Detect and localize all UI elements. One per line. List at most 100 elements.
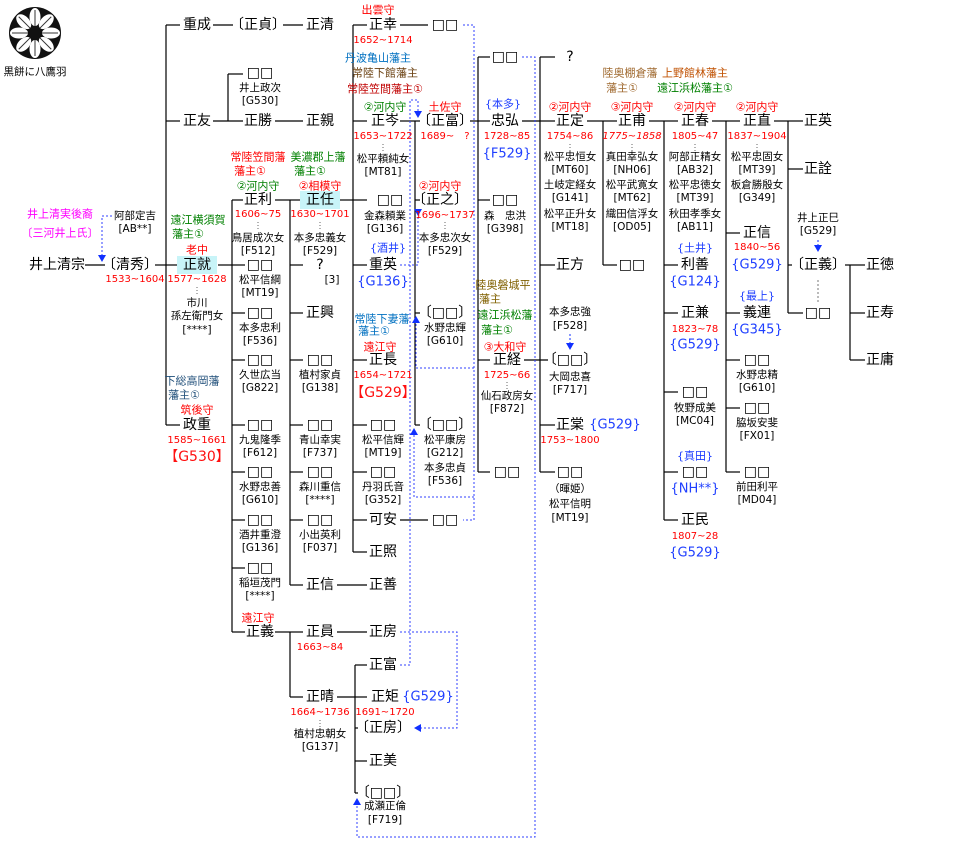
reference-code: [MD04] <box>737 493 777 506</box>
spouse-text: 孫左衛門女 <box>170 309 224 322</box>
reference-code: [OD05] <box>613 220 651 233</box>
domain-lord-title: 常陸下妻藩 <box>354 312 410 326</box>
person-name: □□ <box>431 512 459 528</box>
reference-code: [G529] <box>799 224 837 237</box>
domain-lord-title: 遠江横須賀 <box>170 213 226 227</box>
domain-lord-title: 遠江浜松藩主① <box>657 81 733 95</box>
adopted-from-family: {酒井} <box>370 241 406 255</box>
reference-code: [****] <box>245 589 275 602</box>
spouse-text: 大岡忠喜 <box>549 370 591 383</box>
reference-code: [G137] <box>301 740 339 753</box>
lineage-note: 井上清実後裔 <box>27 207 93 221</box>
person-name: □□ <box>369 417 397 433</box>
person-name: □□ <box>369 464 397 480</box>
person-name: 正美 <box>369 753 397 769</box>
person-name: 正房 <box>369 624 397 640</box>
person-name: 義連 <box>743 305 771 321</box>
adoption-link <box>415 320 474 369</box>
person-name: □□ <box>431 17 459 33</box>
spouse-text: 鳥居成次女 <box>231 231 285 244</box>
domain-lord-title: 常陸下館藩主 <box>352 66 418 80</box>
office-title: ②相模守 <box>298 179 342 193</box>
person-name: 正方 <box>556 257 584 273</box>
person-name: □□ <box>246 464 274 480</box>
person-name: □□ <box>246 257 274 273</box>
reference-code: [MT18] <box>551 220 589 233</box>
person-name: □□ <box>743 400 771 416</box>
arrow-icon <box>414 209 422 216</box>
lifespan-text: 1630~1701 <box>290 209 350 220</box>
office-title: 出雲守 <box>361 3 395 17</box>
lifespan-text: 1775~1858 <box>602 131 662 142</box>
person-name: □□ <box>804 305 832 321</box>
person-name: 正幸 <box>369 17 397 33</box>
spouse-text: 水野忠精 <box>736 368 778 381</box>
office-title: ②河内守 <box>418 179 462 193</box>
person-name: 正利 <box>244 192 272 208</box>
reference-code: [NH06] <box>613 163 651 176</box>
person-name: 正甫 <box>618 113 646 129</box>
person-name: □□ <box>556 464 584 480</box>
person-name: 正信 <box>743 225 771 241</box>
person-name: 正任 <box>300 191 340 209</box>
spouse-text: 水野忠輝 <box>424 321 466 334</box>
reference-code: {G529} <box>669 545 721 561</box>
reference-code: [MT19] <box>364 446 402 459</box>
person-name: □□ <box>491 192 519 208</box>
person-name: 正民 <box>681 512 709 528</box>
person-name: 井上清宗 <box>29 257 85 273</box>
reference-code: [G138] <box>301 381 339 394</box>
spouse-text: 本多忠義女 <box>293 231 347 244</box>
alias-text: （暉姫） <box>549 482 591 495</box>
spouse-text: 金森頼業 <box>364 209 406 222</box>
person-name: 〔□□〕 <box>542 352 598 368</box>
adoption-link <box>400 210 419 266</box>
person-name: 重成 <box>183 17 211 33</box>
spouse-text: 松平康房 <box>424 433 466 446</box>
lifespan-text: 1585~1661 <box>167 435 227 446</box>
reference-code: [MT60] <box>551 163 589 176</box>
domain-lord-title: 藩主 <box>479 292 501 306</box>
person-name: □□ <box>681 384 709 400</box>
person-name: □□ <box>246 417 274 433</box>
person-name: 〔正貞〕 <box>230 17 286 33</box>
reference-code: [G610] <box>241 493 279 506</box>
person-name: 利善 <box>681 257 709 273</box>
person-name: 〔正之〕 <box>412 192 468 208</box>
office-title: ②河内守 <box>673 100 717 114</box>
spouse-text: 本多忠次女 <box>418 231 472 244</box>
domain-lord-title: 藩主① <box>606 81 638 95</box>
person-name: 可安 <box>369 512 397 528</box>
person-name: 正兼 <box>681 305 709 321</box>
reference-code: [MT39] <box>738 163 776 176</box>
person-name: 〔正房〕 <box>355 720 411 736</box>
person-name: 正庸 <box>866 352 894 368</box>
lifespan-text: 1728~85 <box>483 131 531 142</box>
spouse-text: 松平武寛女 <box>605 178 659 191</box>
person-name: □□ <box>491 49 519 65</box>
reference-code: [F529] <box>302 244 338 257</box>
reference-code: [F719] <box>367 813 403 826</box>
domain-lord-title: 藩主① <box>481 323 513 337</box>
person-name: □□ <box>306 464 334 480</box>
person-name: 正善 <box>369 577 397 593</box>
person-name: 正義 <box>246 624 274 640</box>
office-title: 土佐守 <box>428 100 462 114</box>
adopted-from-family: {真田} <box>677 449 713 463</box>
lifespan-text: 1691~1720 <box>355 707 415 718</box>
person-name: □□ <box>618 257 646 273</box>
person-name: □□ <box>681 464 709 480</box>
spouse-text: 松平正升女 <box>543 207 597 220</box>
reference-code: [F529] <box>427 244 463 257</box>
arrow-icon <box>414 111 422 118</box>
adopted-from-family: {最上} <box>739 289 775 303</box>
person-name: 正寿 <box>866 305 894 321</box>
spouse-text: 土岐定経女 <box>543 178 597 191</box>
spouse-text: 松平信輝 <box>362 433 404 446</box>
spouse-text: 織田信浮女 <box>605 207 659 220</box>
lifespan-text: 1689~ ? <box>420 131 470 142</box>
reference-code: {G529} <box>669 337 721 353</box>
spouse-text: 九鬼隆季 <box>239 433 281 446</box>
person-name: 正春 <box>681 113 709 129</box>
